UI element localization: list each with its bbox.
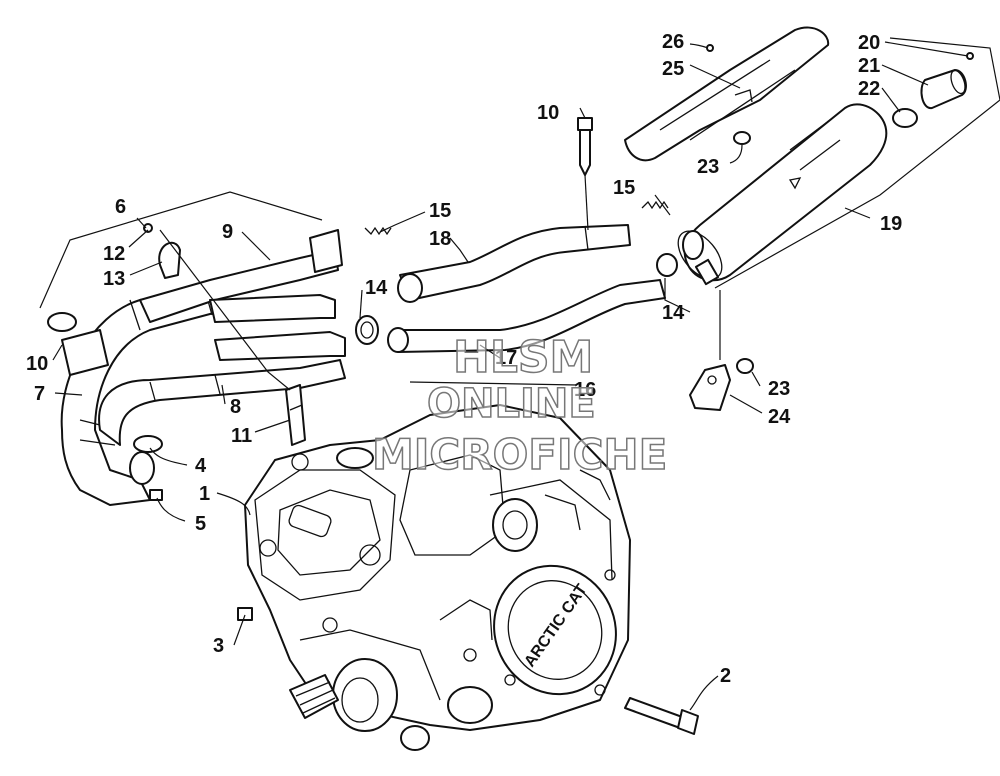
heat-shield-25: [624, 26, 830, 162]
callout-23-bottom: 23: [768, 378, 790, 400]
exhaust-gasket-4: [133, 435, 163, 453]
callout-7: 7: [34, 383, 45, 405]
coupler-14-left: [355, 315, 379, 345]
screw-12: [143, 223, 153, 233]
spark-arrester-21: [920, 69, 967, 110]
callout-11: 11: [231, 425, 252, 447]
callout-5: 5: [195, 513, 206, 535]
callout-23-top: 23: [697, 156, 719, 178]
callout-16: 16: [574, 379, 596, 401]
muffler-bracket-24: [689, 364, 731, 411]
callout-9: 9: [222, 221, 233, 243]
cap-screw-2: [624, 697, 699, 735]
callout-2: 2: [720, 665, 731, 687]
watermark-line1: HLSM: [453, 332, 593, 383]
front-exhaust-header: [60, 284, 226, 506]
gasket-22: [892, 108, 918, 128]
grommet-23-top: [733, 131, 751, 145]
flange-nut-5: [149, 489, 163, 501]
callout-22: 22: [858, 78, 880, 100]
callout-3: 3: [213, 635, 224, 657]
spring-15-left: [364, 226, 392, 236]
callout-10-left: 10: [26, 353, 48, 375]
callout-8: 8: [230, 396, 241, 418]
callout-6: 6: [115, 196, 126, 218]
callout-1: 1: [199, 483, 210, 505]
mid-exhaust-pipe: [139, 229, 346, 361]
engine-assembly: ARCTIC CAT: [244, 404, 631, 751]
callout-13: 13: [103, 268, 125, 290]
callout-25: 25: [662, 58, 684, 80]
exhaust-pipe-18: [397, 224, 631, 303]
coupler-14-right: [656, 253, 678, 277]
callout-14-right: 14: [662, 302, 685, 324]
callout-15-right: 15: [613, 177, 635, 199]
watermark: HLSM ONLINE MICROFICHE: [371, 331, 668, 480]
callout-4: 4: [195, 455, 207, 477]
callout-20: 20: [858, 32, 880, 54]
watermark-line2: ONLINE: [427, 381, 596, 427]
grommet-23-bottom: [736, 358, 754, 374]
spring-15-right: [641, 200, 669, 210]
callout-12: 12: [103, 243, 125, 265]
watermark-line3: MICROFICHE: [372, 430, 667, 479]
nut-3: [237, 607, 253, 621]
callout-21: 21: [858, 55, 880, 77]
callout-15-left: 15: [429, 200, 451, 222]
header-clamp: [47, 312, 77, 332]
rear-exhaust-header: [98, 359, 346, 446]
callout-18: 18: [429, 228, 451, 250]
callout-14-left: 14: [365, 277, 388, 299]
callout-19: 19: [880, 213, 902, 235]
clamp-13: [158, 241, 181, 279]
callout-24: 24: [768, 406, 791, 428]
callout-10-top: 10: [537, 102, 559, 124]
bracket-11: [285, 384, 306, 446]
callout-17: 17: [495, 347, 517, 369]
muffler-19: [677, 103, 888, 286]
callout-26: 26: [662, 31, 684, 53]
